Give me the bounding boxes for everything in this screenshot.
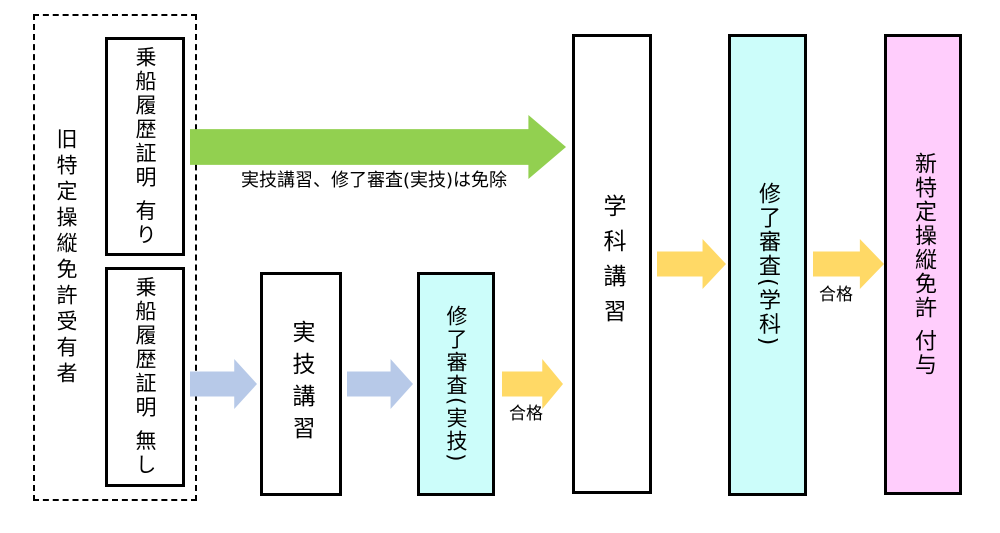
- node-license-grant: 新特定操縦免許 付与: [884, 34, 962, 495]
- node-practical-course: 実技講習: [260, 272, 342, 496]
- arrow-to-academic-exam: [657, 239, 726, 289]
- group-label: 旧特定操縦免許受有者: [54, 127, 78, 388]
- arrow-to-practical-course: [190, 359, 257, 409]
- arrow-to-practical-exam: [347, 359, 413, 409]
- exemption-arrow-label: 実技講習、修了審査(実技)は免除: [240, 170, 508, 191]
- node-academic-course: 学科講習: [572, 34, 652, 494]
- academic-pass-label: 合格: [819, 285, 853, 305]
- node-boarding-history-yes: 乗船履歴証明 有り: [105, 37, 185, 256]
- group-old-license-holders: [33, 14, 197, 501]
- practical-pass-label: 合格: [509, 404, 543, 424]
- node-boarding-history-no: 乗船履歴証明 無し: [105, 267, 185, 487]
- node-academic-exam: 修了審査(学科): [728, 34, 807, 496]
- node-practical-exam: 修了審査(実技): [417, 272, 495, 496]
